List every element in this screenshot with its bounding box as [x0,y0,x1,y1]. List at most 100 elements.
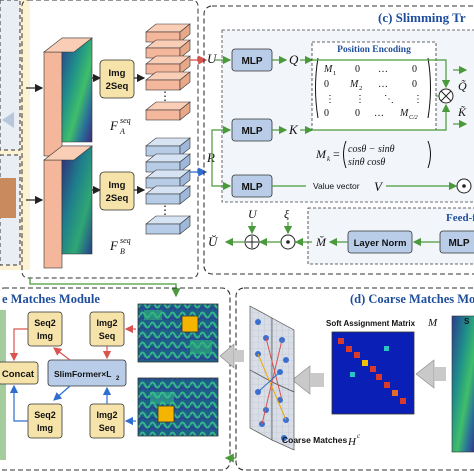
svg-text:MLP: MLP [241,126,262,137]
svg-text:SlimFormer×L: SlimFormer×L [54,369,111,379]
ff-mlp-box: MLP [439,230,474,254]
mlp-k-box: MLP [231,118,273,142]
coarse-matches-panel [235,287,474,471]
gray-left-arrow-icon [219,343,235,369]
svg-text:Seq2: Seq2 [34,318,56,328]
feature-extraction-region [21,0,199,279]
position-encoding-matrix: M 1 0 … 0 0 M 2 … 0 ⋮ ⋮ ⋱ ⋮ 0 0 … M C/2 [323,64,423,121]
svg-text:⋱: ⋱ [384,94,394,105]
svg-text:0: 0 [355,108,360,119]
fine-feature-crop-b [137,377,219,437]
svg-text:…: … [378,64,388,75]
svg-text:M: M [399,108,409,119]
svg-text:0: 0 [412,79,417,90]
position-encoding-title: Position Encoding [337,45,411,55]
label-v: V [374,179,384,194]
svg-text:F: F [109,238,119,253]
svg-text:k: k [327,155,331,163]
label-k: K [288,122,299,137]
layer-norm-box: Layer Norm [347,230,413,254]
svg-text:M: M [315,147,327,161]
svg-text:M: M [323,64,333,75]
svg-text:2: 2 [359,85,362,92]
svg-text:Concat: Concat [2,369,35,380]
label-u-ff: U [248,207,258,221]
soft-assignment-m: M [427,317,438,329]
label-fb-seq: F seq B [109,236,131,256]
label-u-breve: Ŭ [208,234,219,249]
svg-text:Layer Norm: Layer Norm [354,238,407,249]
svg-text:0: 0 [355,64,360,75]
img2seq-box-a: Img 2Seq [99,59,135,99]
img2seq-b-line1: Img [109,180,126,191]
label-r: R [206,150,215,165]
svg-text:Img: Img [37,423,53,433]
right-clipped-heatmap: S [451,315,474,453]
svg-text:F: F [109,118,119,133]
svg-text:0: 0 [412,64,417,75]
svg-text:1: 1 [333,70,336,77]
seq2img-top-box: Seq2 Img [27,311,63,347]
coarse-matches-h-sup: c [357,432,361,440]
img2seq-bottom-box: Img2 Seq [89,403,125,439]
svg-text:M: M [349,79,359,90]
coarse-matches-label: Coarse Matches [282,435,347,445]
link-to-fine-module [29,278,181,298]
svg-text:Seq2: Seq2 [34,410,56,420]
sequence-a-dots: ⋮ [159,89,171,103]
svg-text:…: … [374,108,384,119]
svg-text:Img: Img [37,331,53,341]
gray-arrow-to-grid-icon [291,365,311,395]
svg-text:MLP: MLP [448,238,469,249]
svg-text:cosθ − sinθ: cosθ − sinθ [348,144,395,155]
sequence-tokens-b [145,137,191,235]
seq2img-bottom-box: Seq2 Img [27,403,63,439]
svg-text:MLP: MLP [241,182,262,193]
svg-text:0: 0 [324,108,329,119]
mlp-v-box: MLP [231,174,273,198]
svg-text:⋮: ⋮ [325,94,335,105]
svg-text:Img2: Img2 [96,410,117,420]
label-q-tilde: Q̃ [458,79,467,93]
svg-text:C/2: C/2 [409,115,418,121]
mlp-q-box: MLP [231,48,273,72]
clipped-shape-icon [2,112,14,128]
coarse-matches-h: H [347,436,357,448]
img2seq-box-b: Img 2Seq [99,171,135,211]
svg-text:MLP: MLP [241,56,262,67]
svg-text:Seq: Seq [99,331,116,341]
svg-text:=: = [333,147,340,161]
label-m-breve: M̆ [315,234,327,249]
svg-text:A: A [119,127,125,136]
img2seq-b-line2: 2Seq [106,193,129,204]
slimformer-box: SlimFormer×L 2 [47,359,127,387]
clipped-image-stack [0,178,16,218]
value-vector-label: Value vector [313,181,360,191]
img2seq-top-box: Img2 Seq [89,311,125,347]
soft-assignment-matrix [331,331,415,415]
svg-text:sinθ cosθ: sinθ cosθ [348,157,385,168]
img2seq-a-line2: 2Seq [106,81,129,92]
svg-text:…: … [378,79,388,90]
gray-arrow-to-matrix-icon [415,359,435,389]
slimming-transformer-panel [203,5,474,275]
fine-matches-panel [0,287,231,471]
sequence-b-dots: ⋮ [159,203,171,217]
label-xi: ξ [284,207,290,221]
feature-stack-b [43,145,93,269]
svg-text:seq: seq [120,116,131,125]
feature-stack-a [43,37,93,157]
left-clipped-panel-top [0,0,21,151]
svg-text:2: 2 [116,376,120,382]
coarse-matches-title: (d) Coarse Matches Mo [350,292,474,306]
position-encoding-box [311,41,437,131]
svg-text:B: B [120,247,125,256]
svg-text:Img2: Img2 [96,318,117,328]
coarse-matching-grids [249,305,295,451]
svg-text:⋮: ⋮ [355,94,365,105]
slimming-title: (c) Slimming Tr [378,10,466,25]
soft-assignment-label: Soft Assignment Matrix [326,319,416,328]
concat-box: Concat [0,361,39,385]
svg-text:seq: seq [120,236,131,245]
